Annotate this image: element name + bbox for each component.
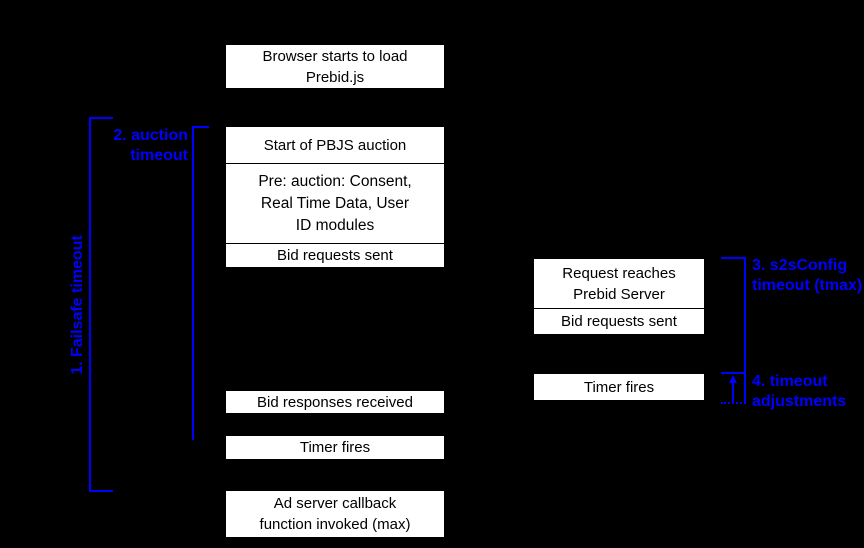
label-line: 4. timeout [752,373,828,390]
box-line: function invoked (max) [259,516,411,533]
box-request-reaches-server: Request reaches Prebid Server [533,258,705,309]
adjustment-dotted-line [721,402,746,404]
box-line: Timer fires [583,378,655,396]
timeout-adjustment-arrow [732,381,734,403]
box-line: Start of PBJS auction [263,136,407,154]
box-browser-load: Browser starts to load Prebid.js [225,44,445,89]
auction-bracket-line [192,127,194,440]
s2s-bracket-tick-top [721,257,746,259]
box-bid-responses-received: Bid responses received [225,390,445,414]
s2s-bracket-tick-middle [721,372,746,374]
box-server-timer-fires: Timer fires [533,373,705,401]
label-line: timeout (tmax) [752,277,863,294]
label-line: adjustments [752,393,847,410]
box-line: Prebid.js [305,68,365,86]
box-line: Bid requests sent [277,247,393,264]
box-line: Real Time Data, User [260,194,410,212]
box-line: Bid requests sent [561,313,677,330]
box-line: ID modules [295,216,375,234]
box-pre-auction-modules: Pre: auction: Consent, Real Time Data, U… [225,163,445,244]
label-line: timeout [130,147,188,164]
box-auction-start: Start of PBJS auction [225,126,445,164]
failsafe-bracket-tick-top [89,117,113,119]
box-timer-fires: Timer fires [225,435,445,460]
box-line: Ad server callback [273,495,397,512]
failsafe-bracket-line [89,118,91,492]
box-server-bid-requests-sent: Bid requests sent [533,308,705,335]
box-line: Browser starts to load [262,47,408,65]
timeout-adjustments-label: 4. timeout adjustments [752,372,846,412]
box-ad-server-callback: Ad server callback function invoked (max… [225,490,445,538]
failsafe-bracket-tick-bottom [89,490,113,492]
box-line: Timer fires [299,439,371,456]
box-line: Bid responses received [257,393,413,411]
label-line: 2. auction [113,127,188,144]
label-line: 3. s2sConfig [752,257,848,274]
box-line: Request reaches [562,264,676,282]
s2s-bracket-line [744,258,746,404]
box-line: Prebid Server [573,285,665,303]
auction-bracket-tick-top [192,126,209,128]
box-line: Pre: auction: Consent, [258,172,412,190]
failsafe-timeout-label: 1. Failsafe timeout [69,235,86,375]
s2s-timeout-label: 3. s2sConfig timeout (tmax) [752,256,862,296]
box-bid-requests-sent: Bid requests sent [225,243,445,268]
auction-timeout-label: 2. auction timeout [113,126,188,166]
timeout-adjustment-arrowhead [729,375,737,383]
